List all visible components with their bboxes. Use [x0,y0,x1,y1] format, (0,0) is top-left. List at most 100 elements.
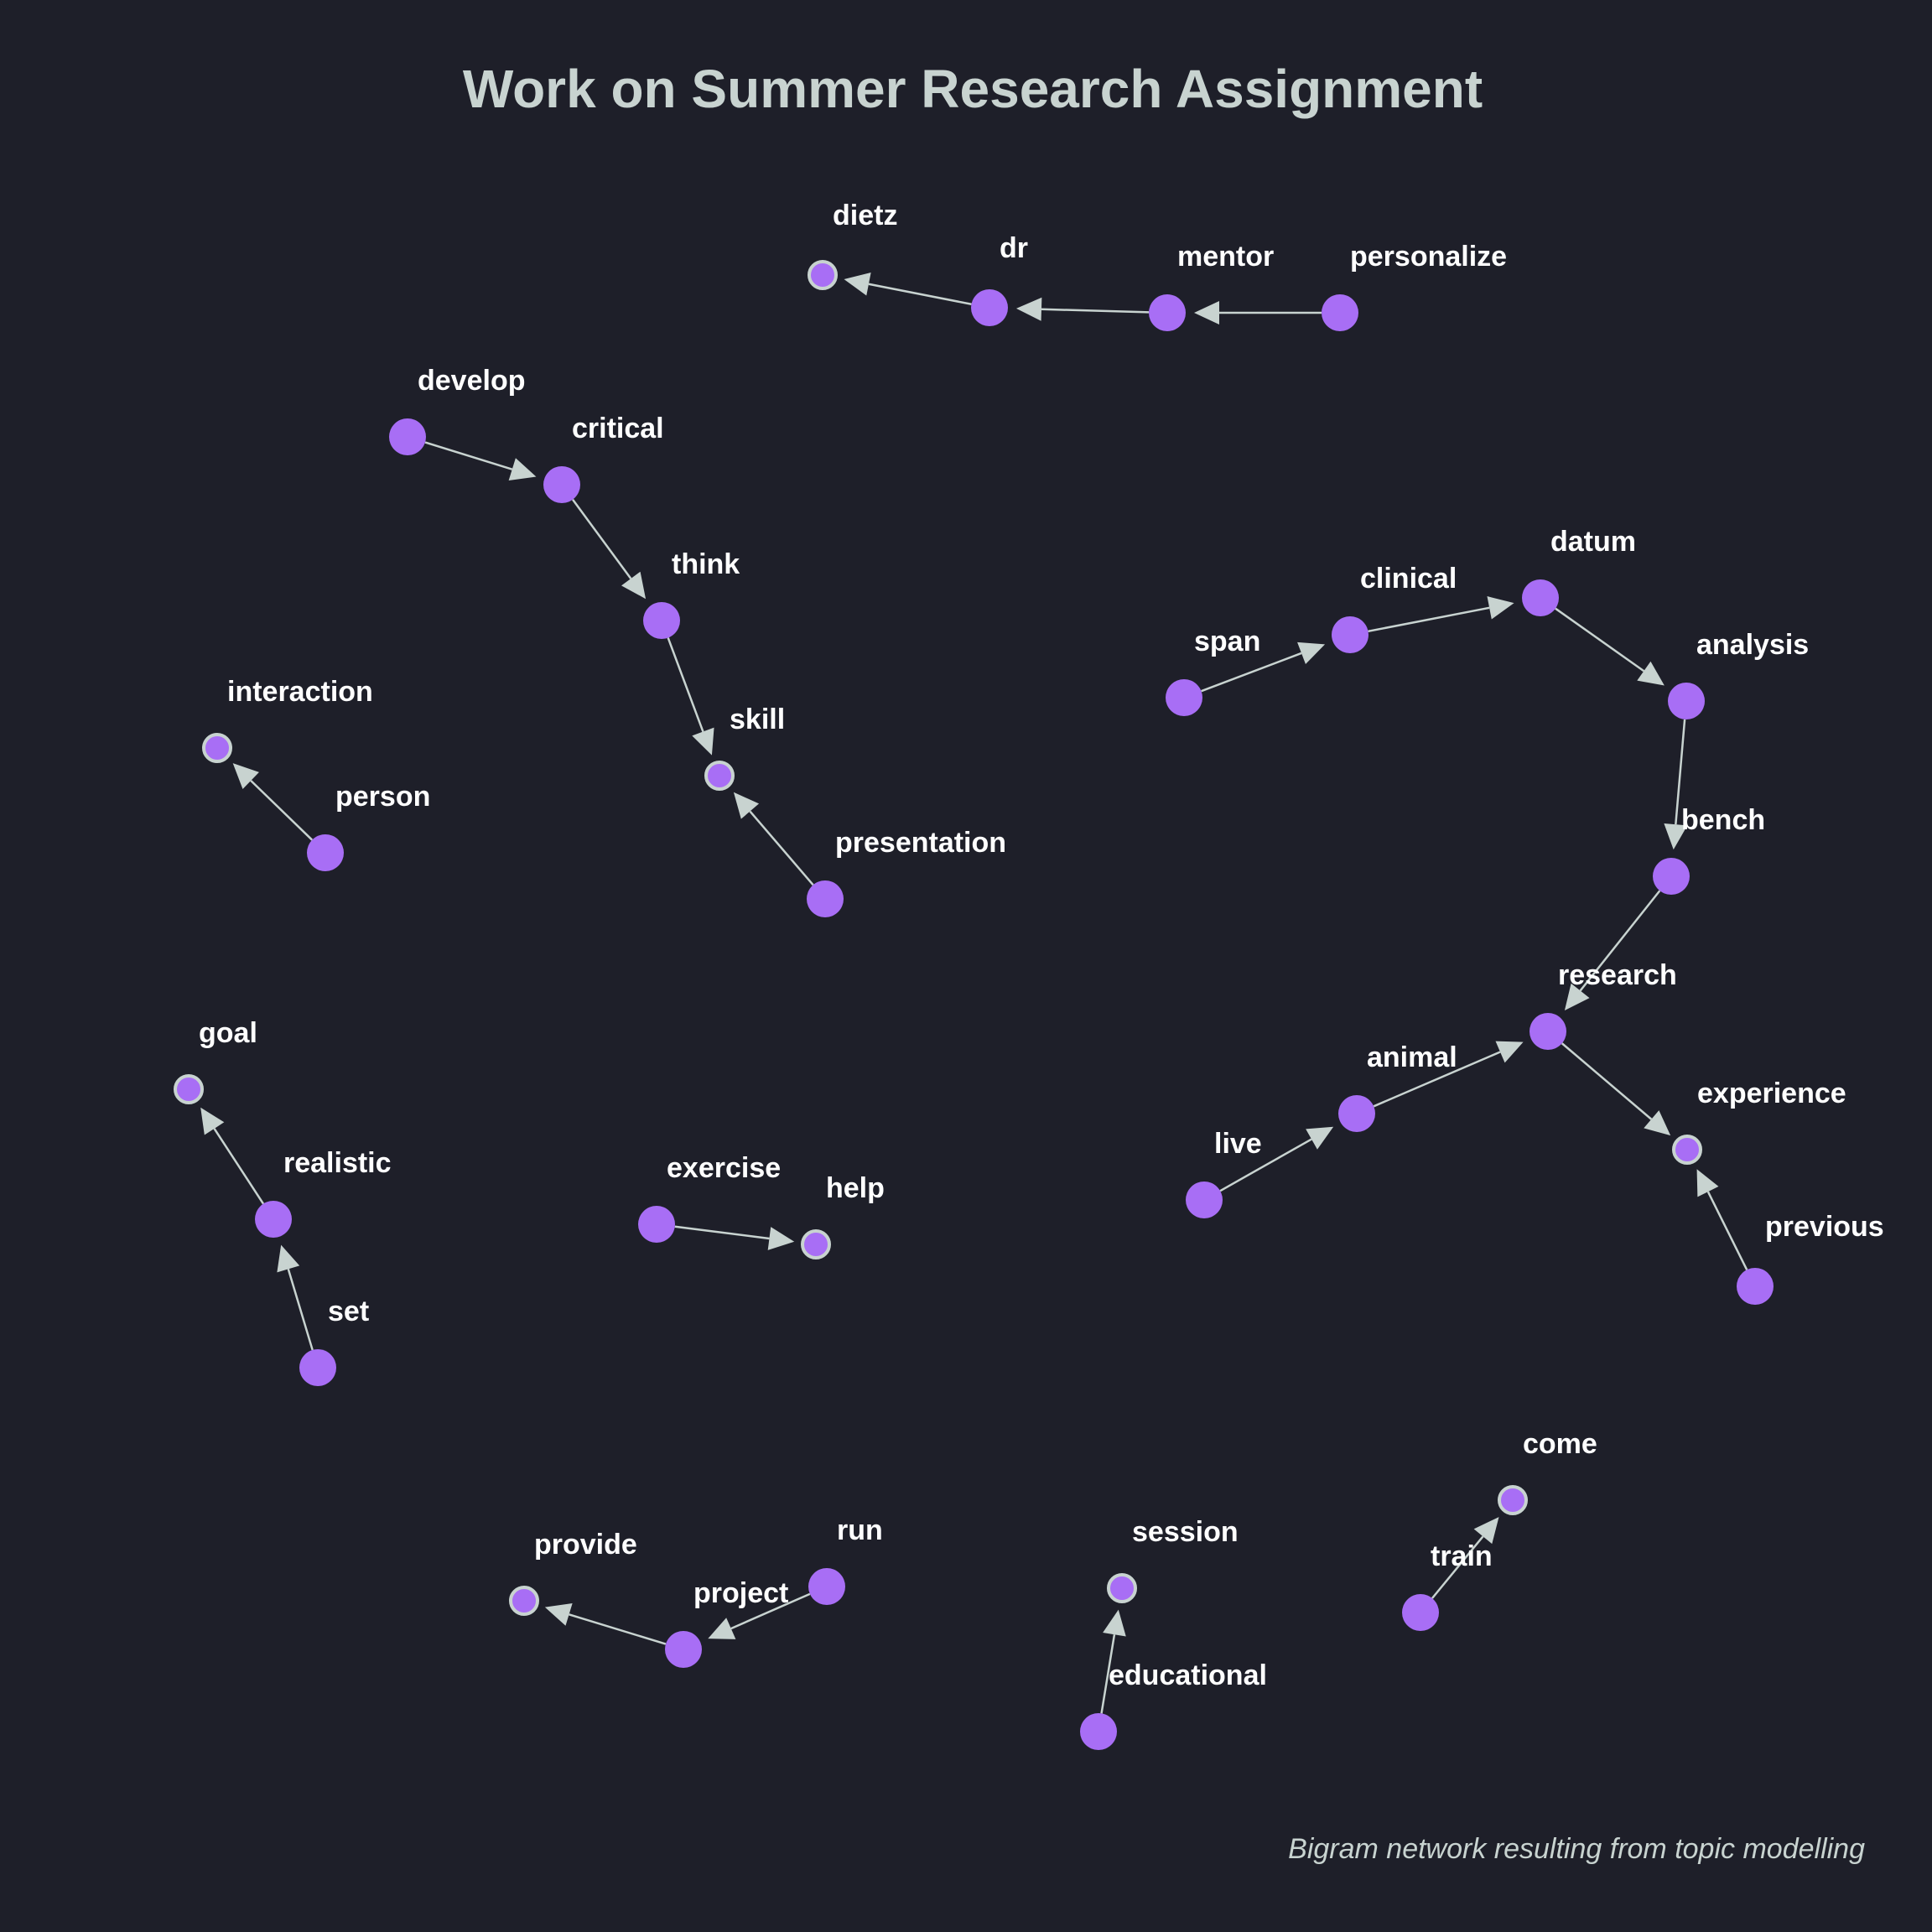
edge-arrowhead [1644,1110,1671,1136]
node-span [1166,679,1202,716]
node-interaction [202,733,232,763]
edge-line [1579,890,1661,992]
edge-arrowhead [508,458,537,481]
edge-educational-session [1100,1609,1126,1714]
node-label-skill: skill [730,704,785,735]
edge-previous-experience [1696,1169,1748,1270]
node-label-analysis: analysis [1696,629,1809,661]
edge-line [1555,607,1645,673]
edge-line [1219,1138,1312,1192]
edge-run-project [708,1592,811,1639]
edge-line [1041,308,1150,314]
edge-arrowhead [1495,1041,1524,1063]
edge-arrowhead [1473,1517,1499,1545]
edge-line [730,1592,811,1630]
edge-arrowhead [708,1618,736,1639]
diagram-caption: Bigram network resulting from topic mode… [1288,1833,1865,1865]
edge-arrowhead [1015,297,1042,321]
node-clinical [1332,616,1368,653]
edge-arrowhead [1564,983,1590,1010]
node-provide [509,1586,539,1616]
node-label-run: run [837,1514,883,1546]
edge-line [1675,719,1686,825]
node-label-datum: datum [1550,526,1636,558]
edge-arrowhead [767,1227,795,1250]
node-label-dietz: dietz [833,200,897,231]
node-experience [1672,1135,1702,1165]
edge-arrowhead [1194,301,1219,325]
edge-line [1561,1042,1653,1120]
edge-line [424,441,513,470]
node-label-person: person [335,781,430,813]
edge-arrowhead [232,763,259,790]
edge-layer [200,273,1748,1714]
node-label-presentation: presentation [835,827,1006,859]
edge-line [213,1128,265,1205]
edge-arrowhead [844,273,871,296]
node-dr [971,289,1008,326]
node-label-live: live [1214,1128,1262,1160]
node-layer [174,260,1774,1750]
node-label-help: help [826,1172,885,1204]
node-label-come: come [1523,1428,1597,1460]
node-label-dr: dr [1000,232,1028,264]
node-label-bench: bench [1681,804,1765,836]
node-session [1107,1573,1137,1603]
edge-exercise-help [674,1225,795,1250]
edge-research-experience [1561,1042,1671,1136]
edge-line [569,1613,667,1645]
node-help [801,1229,831,1259]
node-label-experience: experience [1697,1078,1846,1109]
edge-arrowhead [1664,823,1688,850]
edge-datum-analysis [1555,607,1665,686]
node-label-clinical: clinical [1360,563,1457,595]
node-label-project: project [693,1577,788,1609]
edge-project-provide [544,1602,667,1645]
node-label-interaction: interaction [227,676,373,708]
node-label-personalize: personalize [1350,241,1507,273]
edge-span-clinical [1201,641,1326,693]
edge-presentation-skill [733,792,814,886]
edge-personalize-mentor [1194,301,1322,325]
node-label-educational: educational [1109,1659,1267,1691]
edge-arrowhead [544,1602,573,1626]
edge-arrowhead [277,1244,300,1273]
edge-clinical-datum [1368,596,1514,633]
node-label-critical: critical [572,413,664,444]
edge-develop-critical [424,441,537,481]
edge-bench-research [1564,890,1661,1010]
node-label-think: think [672,548,740,580]
edge-line [250,780,314,841]
edge-critical-think [572,498,647,600]
node-datum [1522,579,1559,616]
edge-line [868,283,972,305]
edge-think-skill [667,637,714,756]
edge-arrowhead [1306,1126,1334,1150]
edge-line [1373,1051,1501,1108]
node-label-set: set [328,1296,369,1327]
node-set [299,1349,336,1386]
edge-line [749,810,814,886]
node-label-develop: develop [418,365,525,397]
node-project [665,1631,702,1668]
node-educational [1080,1713,1117,1750]
node-research [1530,1013,1566,1050]
node-run [808,1568,845,1605]
node-think [643,602,680,639]
edge-line [1100,1634,1116,1714]
edge-arrowhead [621,571,647,600]
edge-dr-dietz [844,273,972,305]
node-label-session: session [1132,1516,1239,1548]
node-label-provide: provide [534,1529,637,1561]
edge-realistic-goal [200,1107,265,1205]
edge-mentor-dr [1015,297,1150,321]
edge-line [1368,606,1490,633]
node-label-research: research [1558,959,1677,991]
node-bench [1653,858,1690,895]
node-develop [389,418,426,455]
node-label-train: train [1431,1540,1493,1572]
edge-line [1706,1191,1748,1270]
edge-line [287,1269,314,1351]
